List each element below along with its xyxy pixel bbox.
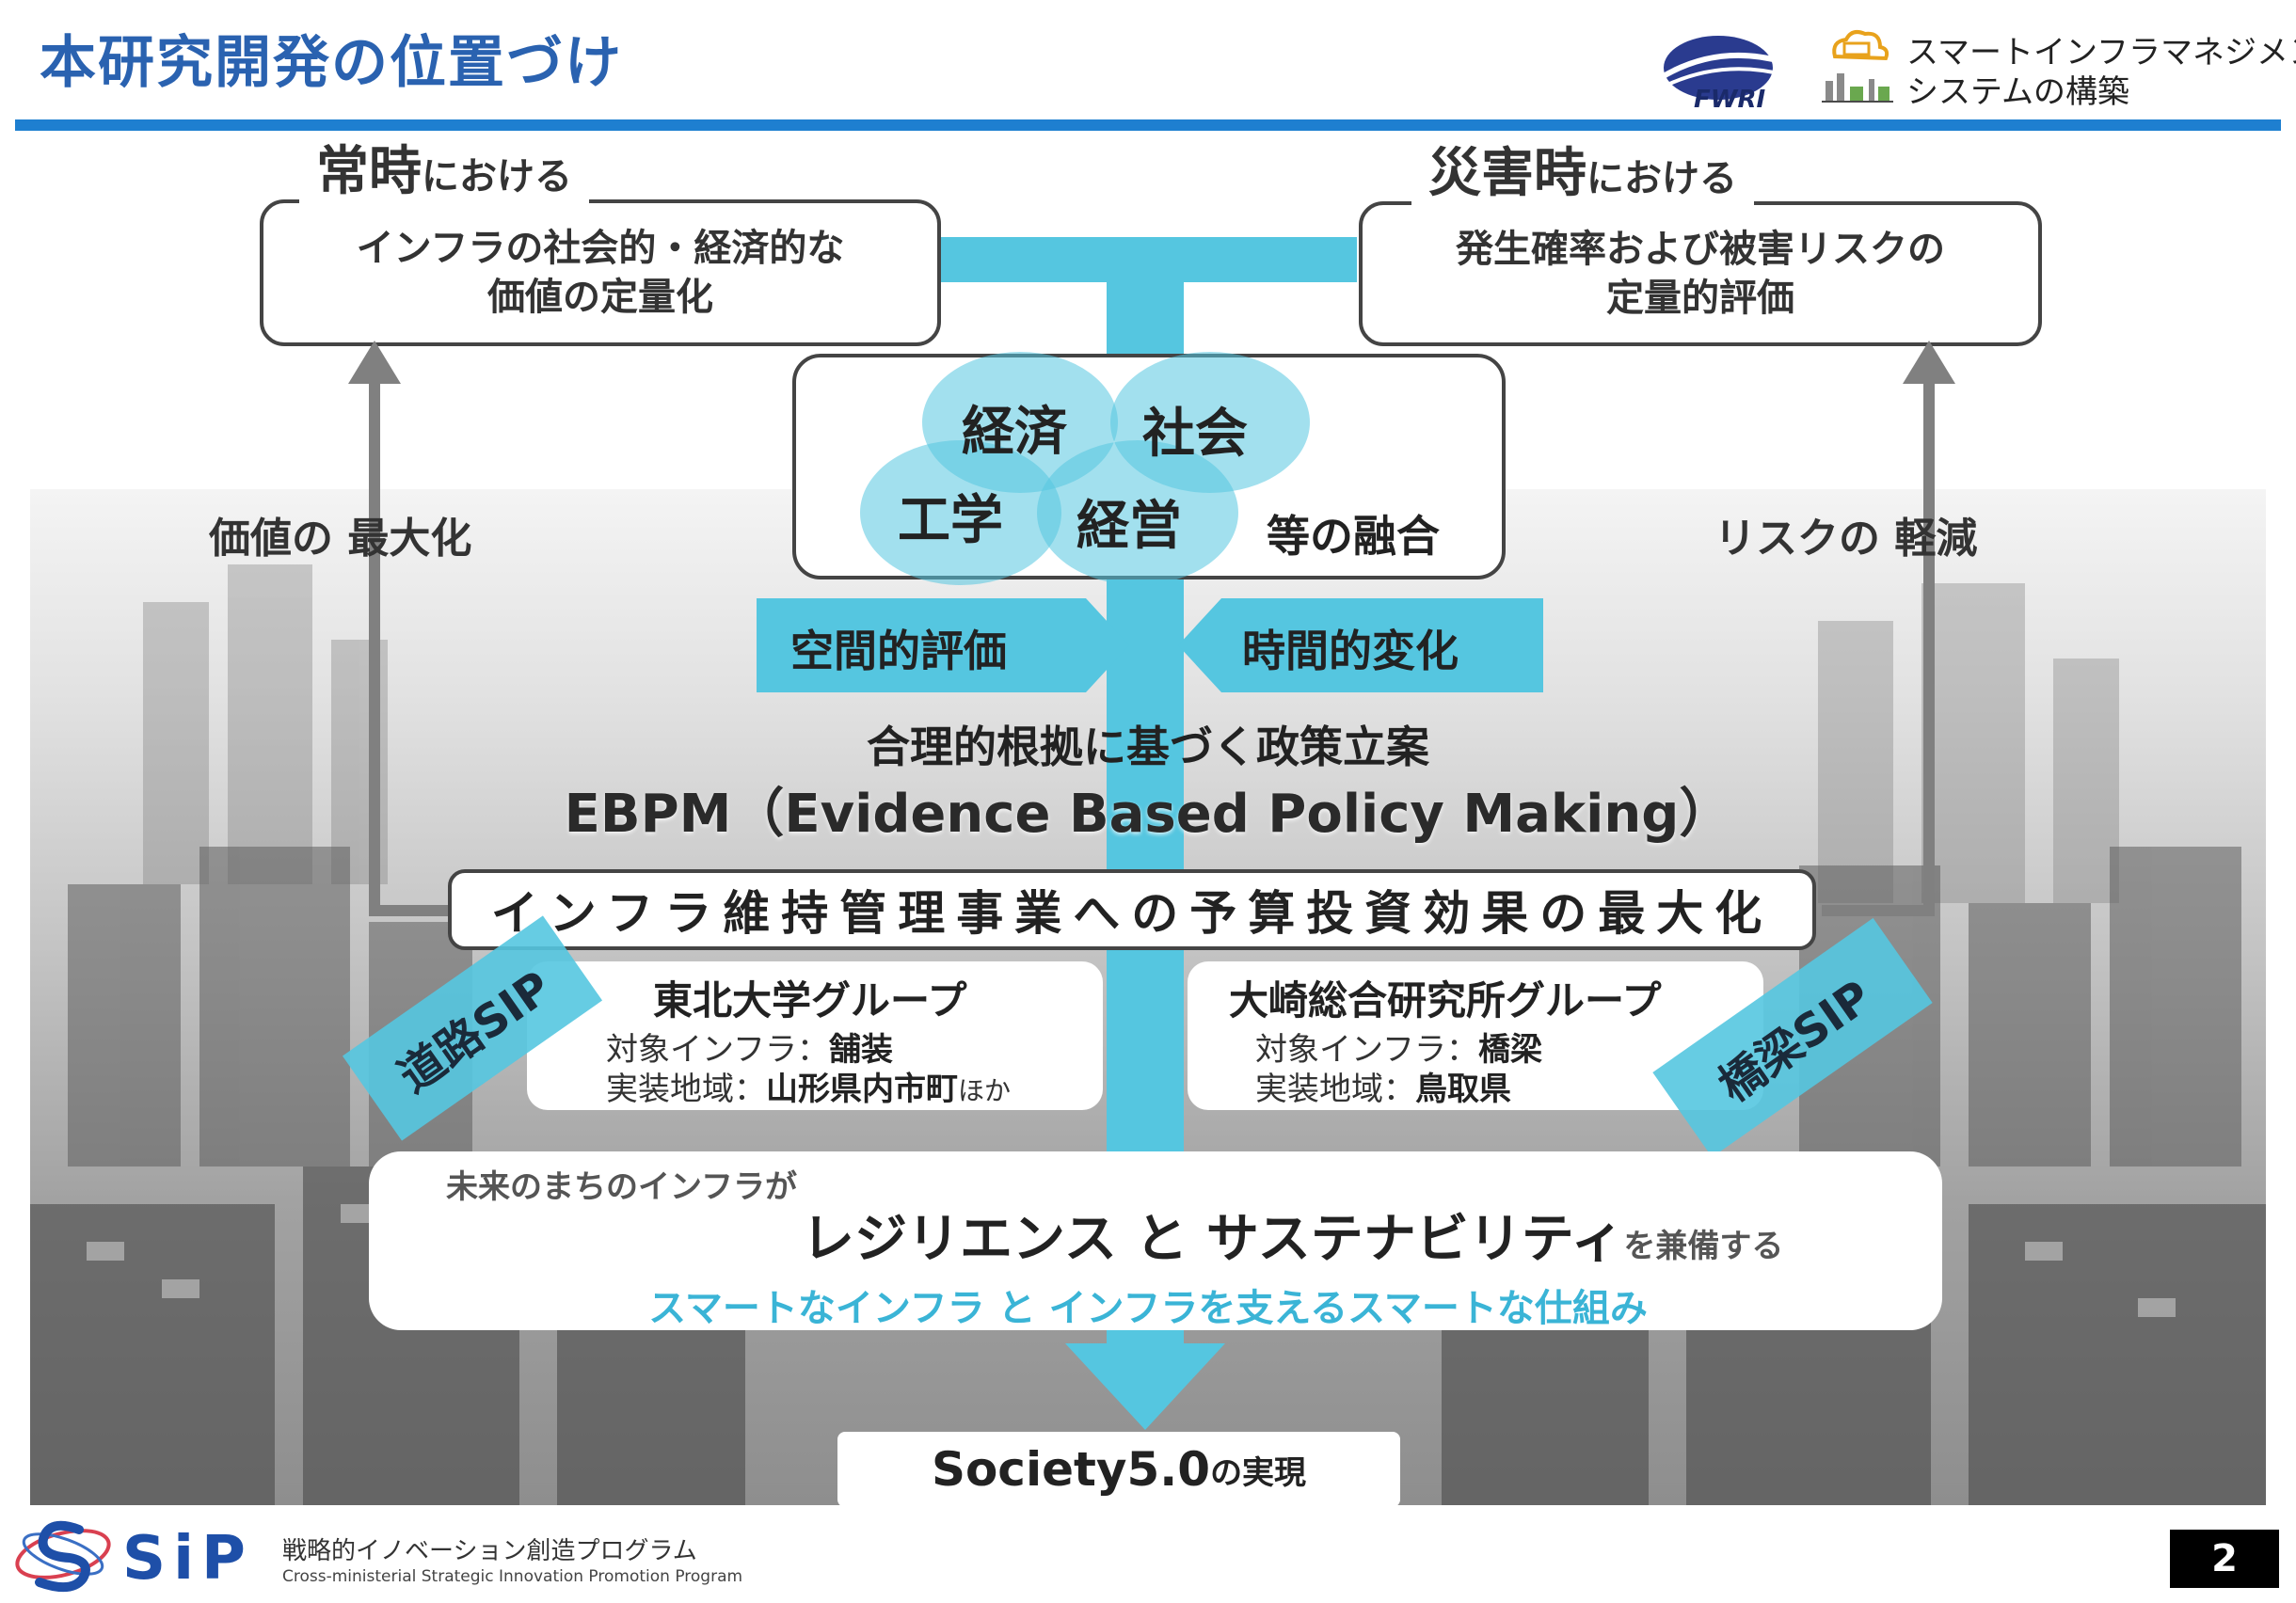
right-arrow-head-icon [1903,341,1955,384]
disaster-time-box-line2: 定量的評価 [1606,277,1794,320]
right-arrow-shaft [1923,382,1935,916]
header-right-line1: スマートインフラマネジメント [1906,34,2296,71]
fusion-suffix: 等の融合 [1267,511,1440,562]
page-number: 2 [2211,1537,2238,1580]
maximize-value-label: 価値の 最大化 [209,515,472,563]
program-name-en: Cross-ministerial Strategic Innovation P… [282,1567,743,1586]
future-main-line: レジリエンス と サステナビリティを兼備する [802,1197,1783,1273]
fwri-logo-text: FWRI [1694,86,1765,111]
temporal-tag-label: 時間的変化 [1242,626,1459,676]
sip-logo-icon [11,1509,115,1599]
budget-maximization-box: インフラ維持管理事業への予算投資効果の最大化 [448,869,1816,950]
normal-time-heading: 常時における [299,141,589,203]
tohoku-infra-label: 対象インフラ： [606,1031,829,1069]
down-arrow-head-icon [1065,1343,1225,1430]
tohoku-area-value: 山形県内市町 [766,1071,958,1108]
sip-logo-text: SiP [122,1524,253,1594]
disaster-time-heading: 災害時における [1411,143,1754,205]
ebpm-line1: 合理的根拠に基づく政策立案 [867,722,1429,772]
program-name-jp: 戦略的イノベーション創造プログラム [282,1537,697,1565]
osaki-infra-label: 対象インフラ： [1255,1031,1478,1069]
tohoku-group-title: 東北大学グループ [653,977,967,1024]
ebpm-line2: EBPM（Evidence Based Policy Making） [564,784,1732,845]
disaster-time-heading-big: 災害時 [1428,143,1586,204]
normal-time-box-line1: インフラの社会的・経済的な [356,227,845,270]
disaster-time-heading-small: における [1586,157,1737,200]
circle-management-label: 経営 [1076,496,1182,557]
left-arrow-shaft [369,382,380,916]
spatial-tag-shape [757,598,1129,692]
society-main: Society5.0 [931,1442,1211,1497]
normal-time-heading-big: 常時 [316,141,422,202]
circle-management [1037,440,1238,585]
left-arrow-foot [369,905,463,916]
reduce-risk-label: リスクの 軽減 [1714,515,1978,563]
normal-time-heading-small: における [422,155,572,198]
osaki-infra-value: 橋梁 [1477,1031,1542,1069]
tohoku-area-suffix: ほか [958,1075,1012,1106]
smart-infra-icon [1818,24,1895,105]
disaster-time-box-line1: 発生確率および被害リスクの [1456,228,1945,271]
tohoku-infra-line: 対象インフラ：舗装 [606,1024,893,1070]
osaki-area-label: 実装地域： [1255,1071,1415,1108]
circle-engineering [860,440,1061,585]
tohoku-group-box [527,961,1103,1110]
future-vision-box [369,1151,1942,1330]
header-right-line2: システムの構築 [1906,73,2129,111]
right-arrow-foot [1822,905,1935,916]
society-box: Society5.0 の実現 [837,1432,1400,1507]
temporal-tag-shape [1178,598,1543,692]
future-main-text: レジリエンス と サステナビリティ [802,1209,1624,1270]
spatial-tag-label: 空間的評価 [790,626,1007,676]
osaki-group-title: 大崎総合研究所グループ [1229,977,1662,1024]
osaki-area-value: 鳥取県 [1415,1071,1511,1108]
page-title: 本研究開発の位置づけ [40,30,623,96]
left-arrow-head-icon [348,341,401,384]
budget-maximization-text: インフラ維持管理事業への予算投資効果の最大化 [490,886,1774,941]
future-line1: 未来のまちのインフラが [446,1168,797,1206]
circle-economy-label: 経済 [962,402,1067,463]
society-suffix: の実現 [1210,1453,1307,1492]
tohoku-area-line: 実装地域：山形県内市町ほか [606,1063,1011,1109]
normal-time-box: インフラの社会的・経済的な 価値の定量化 [260,199,941,346]
osaki-infra-line: 対象インフラ：橋梁 [1255,1024,1542,1070]
header-divider [15,119,2281,131]
fwri-logo: FWRI [1656,24,1790,114]
tohoku-infra-value: 舗装 [828,1031,893,1069]
disaster-time-box: 発生確率および被害リスクの 定量的評価 [1359,201,2042,346]
circle-engineering-label: 工学 [898,490,1003,551]
normal-time-box-line2: 価値の定量化 [487,276,713,319]
future-line3: スマートなインフラ と インフラを支えるスマートな仕組み [648,1287,1648,1330]
future-main-suffix: を兼備する [1623,1228,1784,1265]
tohoku-area-label: 実装地域： [606,1071,766,1108]
circle-society-label: 社会 [1142,404,1248,465]
page-number-badge: 2 [2170,1530,2279,1588]
osaki-area-line: 実装地域：鳥取県 [1255,1063,1511,1109]
footer-area [0,1511,2296,1602]
